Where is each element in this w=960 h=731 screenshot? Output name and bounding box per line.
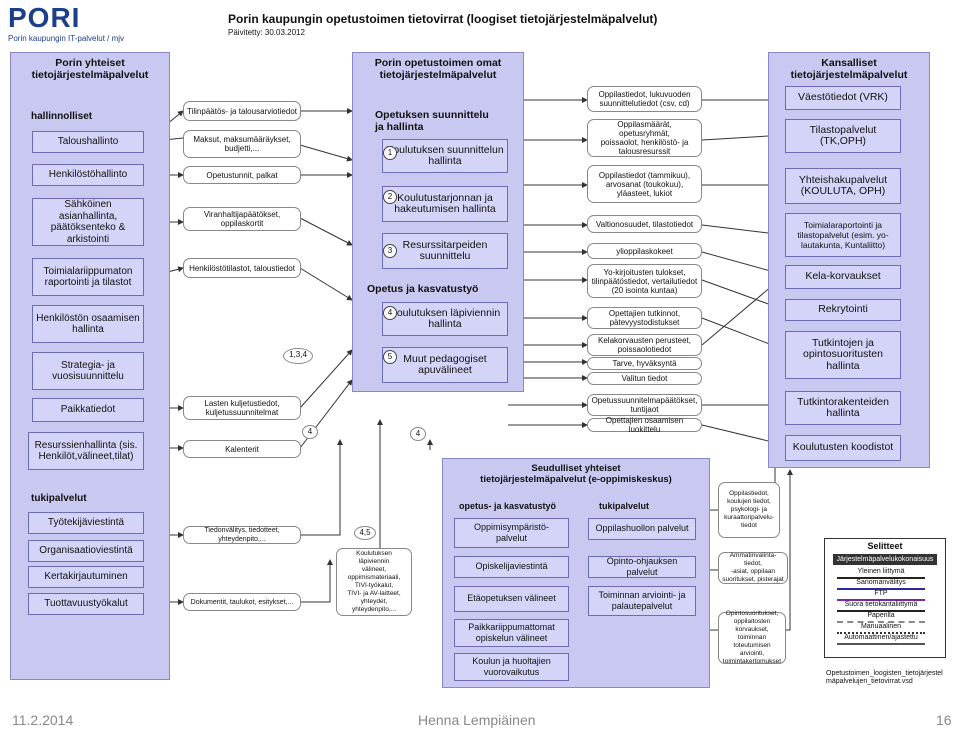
- file-name: Opetustoimen_loogisten_tietojärjestel mä…: [826, 670, 943, 685]
- flow-viranhaltijapaatokset[interactable]: Viranhaltijapäätökset, oppilaskortit: [183, 207, 301, 231]
- center-section-kasvatustyo: Opetus ja kasvatustyö: [367, 283, 479, 295]
- left-panel-title: Porin yhteiset tietojärjestelmäpalvelut: [31, 57, 149, 81]
- center-item-resurssitarpeet[interactable]: Resurssitarpeiden suunnittelu: [382, 233, 508, 269]
- regional-item-etaopetus[interactable]: Etäopetuksen välineet: [454, 586, 569, 612]
- logo-subtitle: Porin kaupungin IT-palvelut / mjv: [8, 34, 125, 43]
- footer-author: Henna Lempiäinen: [418, 712, 536, 728]
- tag-4-left: 4: [302, 425, 318, 439]
- flow-tiedonvalitys[interactable]: Tiedonvälitys, tiedotteet, yhteydenpito,…: [183, 526, 301, 544]
- left-item-osaaminen[interactable]: Henkilöstön osaamisen hallinta: [32, 305, 144, 343]
- flow-dokumentit[interactable]: Dokumentit, taulukot, esitykset,...: [183, 593, 301, 611]
- center-num-1: 1: [383, 146, 397, 160]
- flow-oppilastiedot-psykologi[interactable]: Oppilastiedot, koulujen tiedot, psykolog…: [718, 482, 780, 538]
- flow-tarve-hyvaksynta[interactable]: Tarve, hyväksyntä: [587, 357, 702, 370]
- footer-page-number: 16: [936, 712, 952, 728]
- center-panel: Porin opetustoimen omat tietojärjestelmä…: [352, 52, 524, 392]
- flow-kuljetustiedot[interactable]: Lasten kuljetustiedot, kuljetussuunnitel…: [183, 396, 301, 420]
- left-item-henkilostohallinto[interactable]: Henkilöstöhallinto: [32, 164, 144, 186]
- center-panel-title: Porin opetustoimen omat tietojärjestelmä…: [374, 57, 502, 81]
- regional-item-oppilashuolto[interactable]: Oppilashuollon palvelut: [588, 518, 696, 540]
- center-num-5: 5: [383, 350, 397, 364]
- center-section-suunnittelu: Opetuksen suunnittelu ja hallinta: [375, 109, 489, 133]
- tag-4-5: 4,5: [354, 526, 376, 540]
- legend-head: Järjestelmäpalvelukokonaisuus: [833, 554, 937, 565]
- footer-date: 11.2.2014: [12, 712, 74, 728]
- flow-kelakorvaukset[interactable]: Kelakorvausten perusteet, poissaolotiedo…: [587, 334, 702, 356]
- left-item-paikkatiedot[interactable]: Paikkatiedot: [32, 398, 144, 422]
- flow-oppilastiedot-lukuvuosi[interactable]: Oppilastiedot, lukuvuoden suunnittelutie…: [587, 86, 702, 112]
- flow-valitun-tiedot[interactable]: Valitun tiedot: [587, 372, 702, 385]
- flow-opetussuunnitelmapaatokset[interactable]: Opetussuunnitelmapäätökset, tuntijaot: [587, 394, 702, 416]
- center-item-koulutustarjonta[interactable]: Koulutustarjonnan ja hakeutumisen hallin…: [382, 186, 508, 222]
- regional-item-arviointi[interactable]: Toiminnan arviointi- ja palautepalvelut: [588, 586, 696, 616]
- right-item-vaestotiedot[interactable]: Väestötiedot (VRK): [785, 86, 901, 110]
- right-item-tutkinnot[interactable]: Tutkintojen ja opintosuoritusten hallint…: [785, 331, 901, 379]
- support-item-organisaatioviestinta[interactable]: Organisaatioviestintä: [28, 540, 144, 562]
- flow-yo-tulokset[interactable]: Yo-kirjoitusten tulokset, tilinpäätöstie…: [587, 264, 702, 298]
- left-item-raportointi[interactable]: Toimialariippumaton raportointi ja tilas…: [32, 258, 144, 296]
- left-item-strategia[interactable]: Strategia- ja vuosisuunnittelu: [32, 352, 144, 390]
- flow-tilinpaatos[interactable]: Tilinpäätös- ja talousarviotiedot: [183, 101, 301, 121]
- center-item-koulutuksen-suunnittelu[interactable]: Koulutuksen suunnittelun hallinta: [382, 139, 508, 173]
- regional-col2-title: tukipalvelut: [599, 501, 650, 511]
- flow-henkilostotilastot[interactable]: Henkilöstötilastot, taloustiedot: [183, 258, 301, 278]
- center-num-3: 3: [383, 244, 397, 258]
- tag-1-3-4: 1,3,4: [283, 348, 313, 364]
- flow-oppilasmaarat[interactable]: Oppilasmäärät, opetusryhmät, poissaolot,…: [587, 119, 702, 157]
- legend: Selitteet Järjestelmäpalvelukokonaisuus …: [824, 538, 946, 658]
- left-section-hallinnolliset: hallinnolliset: [31, 111, 93, 122]
- flow-maksut[interactable]: Maksut, maksumääräykset, budjetti,...: [183, 130, 301, 158]
- flow-kalenterit[interactable]: Kalenterit: [183, 440, 301, 458]
- updated-date: Päivitetty: 30.03.2012: [228, 28, 305, 37]
- right-item-koodistot[interactable]: Koulutusten koodistot: [785, 435, 901, 461]
- regional-panel-title: Seudulliset yhteiset tietojärjestelmäpal…: [480, 463, 672, 485]
- tag-4-right: 4: [410, 427, 426, 441]
- right-item-tilastopalvelut[interactable]: Tilastopalvelut (TK,OPH): [785, 119, 901, 153]
- regional-col1-title: opetus- ja kasvatustyö: [459, 501, 557, 511]
- flow-ylioppilaskokeet[interactable]: ylioppilaskokeet: [587, 243, 702, 259]
- support-item-tyontekijaviestinta[interactable]: Työtekijäviestintä: [28, 512, 144, 534]
- center-item-lapivienti[interactable]: Koulutuksen läpiviennin hallinta: [382, 302, 508, 336]
- right-item-yhteishaku[interactable]: Yhteishakupalvelut (KOULUTA, OPH): [785, 168, 901, 204]
- regional-item-vuorovaikutus[interactable]: Koulun ja huoltajien vuorovaikutus: [454, 653, 569, 681]
- left-item-asianhallinta[interactable]: Sähköinen asianhallinta, päätöksenteko &…: [32, 198, 144, 246]
- flow-ammatinvalinta[interactable]: Ammatinvalinta-tiedot, -asiat, oppilaan …: [718, 552, 788, 584]
- left-section-tukipalvelut: tukipalvelut: [31, 493, 87, 504]
- support-item-kertakirjautuminen[interactable]: Kertakirjautuminen: [28, 566, 144, 588]
- right-item-kela[interactable]: Kela-korvaukset: [785, 265, 901, 289]
- flow-opettajien-tutkinnot[interactable]: Opettajien tutkinnot, pätevyystodistukse…: [587, 307, 702, 329]
- flow-opetustunnit[interactable]: Opetustunnit, palkat: [183, 166, 301, 184]
- page-title: Porin kaupungin opetustoimen tietovirrat…: [228, 12, 658, 26]
- right-panel-title: Kansalliset tietojärjestelmäpalvelut: [790, 57, 908, 81]
- left-item-taloushallinto[interactable]: Taloushallinto: [32, 131, 144, 153]
- left-item-resurssienhallinta[interactable]: Resurssienhallinta (sis. Henkilöt,väline…: [28, 432, 144, 470]
- regional-item-opinto-ohjaus[interactable]: Opinto-ohjauksen palvelut: [588, 556, 696, 578]
- regional-item-paikkariippumattomat[interactable]: Paikkariippumattomat opiskelun välineet: [454, 619, 569, 647]
- center-item-pedagogiset[interactable]: Muut pedagogiset apuvälineet: [382, 347, 508, 383]
- right-item-rekrytointi[interactable]: Rekrytointi: [785, 299, 901, 321]
- right-item-toimialaraportointi[interactable]: Toimialaraportointi ja tilastopalvelut (…: [785, 213, 901, 257]
- logo-text: PORI: [8, 2, 81, 33]
- flow-opintosuoritukset[interactable]: Opintosuoritukset, oppilaitosten korvauk…: [718, 610, 786, 665]
- center-num-2: 2: [383, 190, 397, 204]
- flow-lapiviennin-valineet[interactable]: Koulutuksen läpiviennin välineet, oppimi…: [336, 548, 412, 616]
- regional-item-oppimisymparisto[interactable]: Oppimisympäristö- palvelut: [454, 518, 569, 548]
- right-item-tutkintorakenteet[interactable]: Tutkintorakenteiden hallinta: [785, 391, 901, 425]
- support-item-tuottavuustyokalut[interactable]: Tuottavuustyökalut: [28, 593, 144, 615]
- flow-oppilastiedot-arvosanat[interactable]: Oppilastiedot (tammikuu), arvosanat (tou…: [587, 165, 702, 203]
- flow-valtionosuudet[interactable]: Valtionosuudet, tilastotiedot: [587, 215, 702, 233]
- regional-item-opiskelijaviestinta[interactable]: Opiskelijaviestintä: [454, 556, 569, 578]
- center-num-4: 4: [383, 306, 397, 320]
- flow-osaamisen-luokittelu[interactable]: Opettajien osaamisen luokittelu: [587, 416, 702, 434]
- legend-title: Selitteet: [867, 541, 903, 551]
- logo: PORI Porin kaupungin IT-palvelut / mjv: [8, 2, 125, 44]
